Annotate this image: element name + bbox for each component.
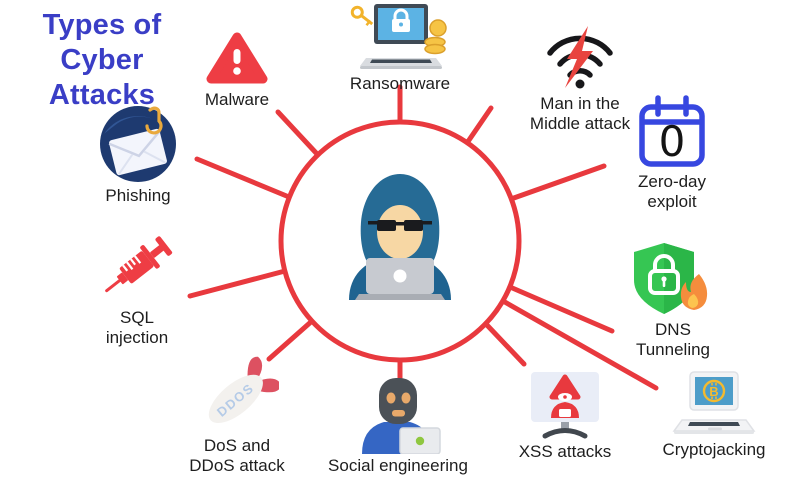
- spoke-malware: [275, 109, 321, 158]
- attack-item-phishing: Phishing: [63, 104, 213, 206]
- spoke-man-in-the-middle: [464, 105, 494, 146]
- shield-lock-fire-icon: [634, 243, 708, 314]
- title-line-2: Cyber Attacks: [48, 44, 156, 111]
- spoke-dos-ddos: [266, 318, 315, 362]
- attack-item-cryptojacking: B Cryptojacking: [639, 370, 789, 460]
- phishing-envelope-hook-icon: [100, 106, 176, 182]
- attack-label: Phishing: [105, 186, 171, 205]
- zero-day-calendar-icon: 0: [639, 95, 705, 167]
- broken-wifi-icon: [547, 26, 613, 89]
- spoke-xss: [483, 321, 527, 367]
- syringe-icon: [105, 236, 173, 293]
- attack-item-malware: Malware: [162, 30, 312, 110]
- spoke-phishing: [194, 156, 292, 200]
- warning-triangle-icon: [206, 32, 268, 84]
- spoke-dns-tunneling: [507, 284, 615, 334]
- ddos-missile-icon: DDOS: [208, 356, 279, 423]
- spoke-zero-day: [508, 163, 607, 202]
- attack-label: SQL injection: [105, 308, 169, 347]
- attack-label: Malware: [204, 90, 270, 109]
- hacker-monitor-icon: [531, 372, 599, 439]
- attack-label: Zero-day exploit: [637, 172, 707, 211]
- spoke-cryptojacking: [500, 298, 659, 391]
- attack-item-man-in-the-middle: Man in the Middle attack: [505, 26, 655, 134]
- attack-label: Social engineering: [328, 456, 468, 475]
- page-title: Types of Cyber Attacks: [6, 8, 198, 113]
- attack-label: Ransomware: [349, 74, 451, 93]
- masked-person-laptop-icon: [362, 378, 441, 454]
- hacker-icon: [349, 174, 451, 300]
- attack-label: DoS and DDoS attack: [189, 436, 285, 475]
- bitcoin-laptop-icon: B: [672, 371, 756, 434]
- ransomware-locked-laptop-icon: [350, 4, 447, 69]
- attack-label: Cryptojacking: [662, 440, 766, 459]
- attack-item-xss: XSS attacks: [490, 370, 640, 462]
- attack-item-ransomware: Ransomware: [325, 2, 475, 94]
- title-line-1: Types of: [42, 9, 162, 41]
- attack-label: DNS Tunneling: [635, 320, 711, 359]
- attack-label: Man in the Middle attack: [529, 94, 631, 133]
- spoke-sql-injection: [187, 268, 288, 299]
- attack-item-dos-ddos: DDOS DoS and DDoS attack: [162, 354, 312, 476]
- bitcoin-symbol-text: B: [709, 384, 718, 399]
- attack-label: XSS attacks: [518, 442, 612, 461]
- calendar-zero-text: 0: [659, 117, 686, 166]
- attack-item-sql-injection: SQL injection: [62, 228, 212, 348]
- attack-item-dns-tunneling: DNS Tunneling: [598, 240, 748, 360]
- attack-item-zero-day: 0 Zero-day exploit: [602, 94, 742, 212]
- attack-item-social-engineering: Social engineering: [318, 376, 478, 476]
